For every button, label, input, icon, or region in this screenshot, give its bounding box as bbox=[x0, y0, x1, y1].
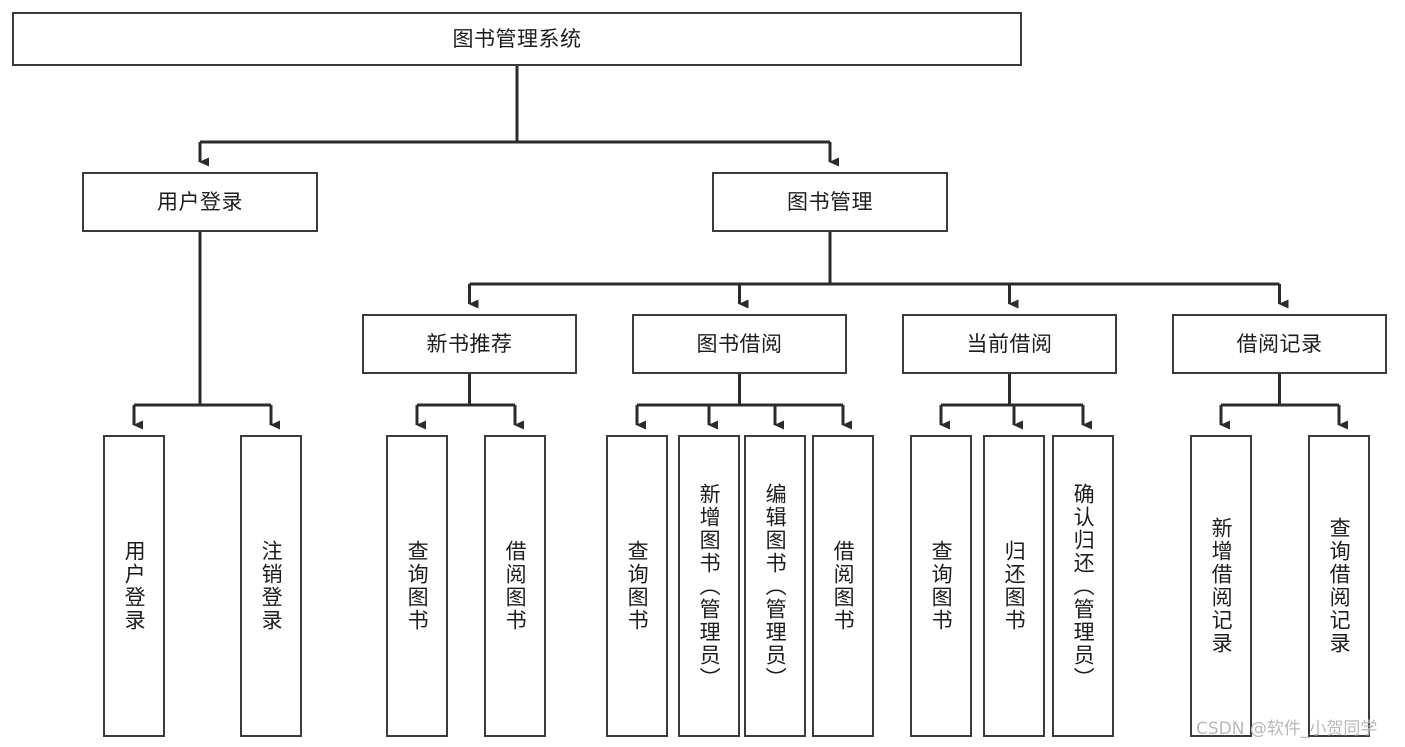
node-label: 图书管理系统 bbox=[452, 26, 582, 51]
node-leaf-7[interactable]: 编辑图书（管理员） bbox=[744, 435, 806, 737]
node-leaf-8[interactable]: 借阅图书 bbox=[812, 435, 874, 737]
node-label: 图书借阅 bbox=[696, 331, 783, 356]
node-leaf-1[interactable]: 用户登录 bbox=[103, 435, 165, 737]
csdn-watermark: CSDN @软件_小贺同学 bbox=[1196, 719, 1378, 739]
node-borrow[interactable]: 图书借阅 bbox=[632, 314, 847, 374]
node-label: 归还图书 bbox=[1002, 540, 1027, 632]
node-label: 新增借阅记录 bbox=[1209, 517, 1234, 655]
node-leaf-9[interactable]: 查询图书 bbox=[910, 435, 972, 737]
node-leaf-11[interactable]: 确认归还（管理员） bbox=[1052, 435, 1114, 737]
node-leaf-3[interactable]: 查询图书 bbox=[386, 435, 448, 737]
node-leaf-13[interactable]: 查询借阅记录 bbox=[1308, 435, 1370, 737]
node-label: 当前借阅 bbox=[966, 331, 1053, 356]
node-login[interactable]: 用户登录 bbox=[82, 172, 318, 232]
edges bbox=[132, 66, 1348, 430]
node-leaf-12[interactable]: 新增借阅记录 bbox=[1190, 435, 1252, 737]
node-label: 确认归还（管理员） bbox=[1071, 482, 1096, 690]
node-leaf-2[interactable]: 注销登录 bbox=[240, 435, 302, 737]
node-label: 新书推荐 bbox=[426, 331, 513, 356]
node-current[interactable]: 当前借阅 bbox=[902, 314, 1117, 374]
node-label: 注销登录 bbox=[259, 540, 284, 632]
node-label: 查询借阅记录 bbox=[1327, 517, 1352, 655]
node-label: 编辑图书（管理员） bbox=[763, 482, 788, 690]
node-label: 用户登录 bbox=[157, 189, 243, 214]
node-label: 新增图书（管理员） bbox=[697, 482, 722, 690]
node-label: 用户登录 bbox=[122, 540, 147, 632]
node-label: 借阅图书 bbox=[503, 540, 528, 632]
node-leaf-4[interactable]: 借阅图书 bbox=[484, 435, 546, 737]
node-bookmgmt[interactable]: 图书管理 bbox=[712, 172, 948, 232]
node-records[interactable]: 借阅记录 bbox=[1172, 314, 1387, 374]
node-label: 借阅记录 bbox=[1236, 331, 1323, 356]
node-label: 查询图书 bbox=[625, 540, 650, 632]
node-leaf-10[interactable]: 归还图书 bbox=[983, 435, 1045, 737]
node-newbook[interactable]: 新书推荐 bbox=[362, 314, 577, 374]
node-leaf-5[interactable]: 查询图书 bbox=[606, 435, 668, 737]
node-root[interactable]: 图书管理系统 bbox=[12, 12, 1022, 66]
node-leaf-6[interactable]: 新增图书（管理员） bbox=[678, 435, 740, 737]
node-label: 查询图书 bbox=[929, 540, 954, 632]
node-label: 借阅图书 bbox=[831, 540, 856, 632]
node-label: 查询图书 bbox=[405, 540, 430, 632]
node-label: 图书管理 bbox=[787, 189, 873, 214]
